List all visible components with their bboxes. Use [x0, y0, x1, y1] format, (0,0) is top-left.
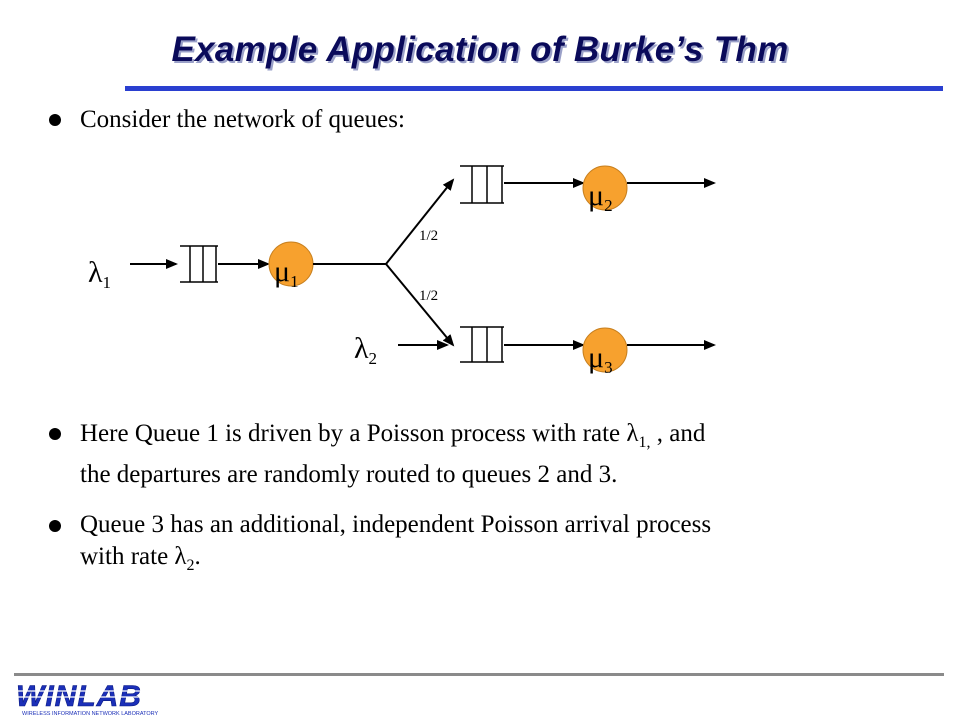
lambda1-label: λ1 [88, 256, 111, 292]
bullet-dot-1 [49, 114, 61, 126]
lambda-symbol: λ [626, 420, 639, 447]
title-underline [125, 86, 943, 91]
svg-text:WIRELESS INFORMATION NETWORK L: WIRELESS INFORMATION NETWORK LABORATORY [22, 711, 159, 717]
mu2-label: μ2 [588, 179, 613, 215]
page-title: Example Application of Burke’s Thm [171, 30, 789, 69]
queue-1-buffer [180, 245, 218, 283]
bullet-3-line-2: with rate λ2. [80, 543, 201, 574]
bullet-1: Consider the network of queues: [80, 106, 405, 133]
server-mu3 [582, 327, 628, 373]
bullet-dot-3 [49, 520, 61, 532]
bullet-3: Queue 3 has an additional, independent P… [80, 509, 920, 582]
title-shadow: Example Application of Burke’s Thm [173, 32, 791, 71]
prob-upper-label: 1/2 [419, 228, 438, 244]
server-mu2 [582, 165, 628, 211]
bullet-dot-2 [49, 428, 61, 440]
route-lower-arrow [385, 263, 455, 347]
winlab-logo: WINLAB WIRELESS INFORMATION NETWORK LABO… [16, 680, 164, 717]
queue-2-buffer [460, 165, 504, 204]
lambda-symbol: λ [174, 543, 187, 570]
prob-lower-label: 1/2 [419, 288, 438, 304]
lambda2-label: λ2 [354, 332, 377, 368]
route-upper-arrow [385, 178, 455, 265]
mu1-label: μ1 [274, 255, 299, 291]
mu3-label: μ3 [588, 341, 613, 377]
footer-rule [14, 673, 944, 676]
bullet-3-line-1: Queue 3 has an additional, independent P… [80, 511, 712, 538]
bullet-2-line-1: Here Queue 1 is driven by a Poisson proc… [80, 420, 706, 451]
bullet-2-line-2: the departures are randomly routed to qu… [80, 461, 618, 488]
queue-3-buffer [460, 326, 504, 363]
bullet-2: Here Queue 1 is driven by a Poisson proc… [80, 418, 920, 491]
